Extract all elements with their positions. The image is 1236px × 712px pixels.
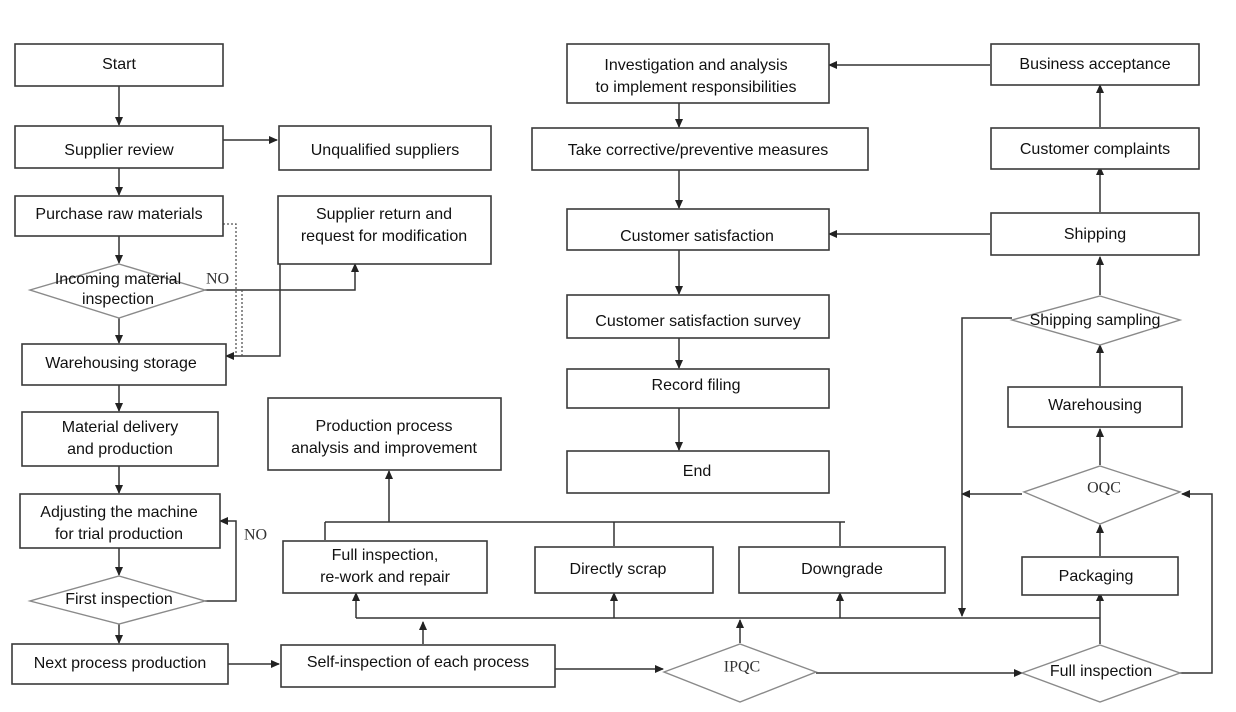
node-start-label: Start — [102, 56, 136, 73]
node-next-process-label: Next process production — [34, 655, 207, 672]
node-adjusting-machine: Adjusting the machine for trial producti… — [19, 493, 221, 549]
node-production-analysis-line2: analysis and improvement — [291, 440, 477, 457]
node-incoming-inspection: Incoming material inspection — [27, 263, 208, 319]
node-satisfaction-survey-label: Customer satisfaction survey — [595, 313, 800, 330]
node-unqualified-suppliers: Unqualified suppliers — [278, 125, 492, 171]
node-corrective-measures-label: Take corrective/preventive measures — [568, 142, 829, 159]
node-incoming-inspection-line2: inspection — [82, 291, 154, 308]
node-investigation-line1: Investigation and analysis — [604, 57, 787, 74]
node-business-acceptance-label: Business acceptance — [1019, 56, 1170, 73]
connectors — [115, 61, 1213, 677]
node-material-delivery-line1: Material delivery — [62, 419, 178, 436]
node-full-inspection-rework: Full inspection, re-work and repair — [282, 540, 488, 594]
node-self-inspection: Self-inspection of each process — [280, 644, 556, 688]
node-business-acceptance: Business acceptance — [990, 43, 1200, 86]
node-full-inspection-bottom-label: Full inspection — [1050, 663, 1152, 680]
node-supplier-return-line2: request for modification — [301, 228, 467, 245]
arrow-sampling-reject — [958, 317, 1012, 617]
arrow-full-to-oqc — [1180, 490, 1213, 674]
node-first-inspection: First inspection — [27, 575, 208, 625]
label-no-incoming: NO — [206, 271, 229, 288]
node-supplier-review: Supplier review — [14, 125, 224, 169]
node-shipping: Shipping — [990, 212, 1200, 256]
node-warehousing-storage: Warehousing storage — [21, 343, 227, 386]
node-warehousing-storage-label: Warehousing storage — [45, 355, 197, 372]
node-material-delivery-line2: and production — [67, 441, 173, 458]
node-first-inspection-label: First inspection — [65, 591, 173, 608]
node-record-filing-label: Record filing — [652, 377, 741, 394]
node-production-analysis: Production process analysis and improvem… — [267, 397, 502, 471]
node-oqc: OQC — [1022, 465, 1183, 525]
node-customer-satisfaction-label: Customer satisfaction — [620, 228, 774, 245]
dotted-purchase-to-storage — [223, 223, 237, 356]
node-corrective-measures: Take corrective/preventive measures — [531, 127, 869, 171]
node-purchase-raw-materials: Purchase raw materials — [14, 195, 224, 237]
node-end-label: End — [683, 463, 711, 480]
node-investigation-line2: to implement responsibilities — [596, 79, 797, 96]
node-full-inspection-rework-line1: Full inspection, — [332, 547, 439, 564]
node-investigation: Investigation and analysis to implement … — [566, 43, 830, 104]
node-end: End — [566, 450, 830, 494]
node-shipping-sampling-label: Shipping sampling — [1030, 312, 1161, 329]
node-downgrade-label: Downgrade — [801, 561, 883, 578]
node-packaging-label: Packaging — [1059, 568, 1134, 585]
node-purchase-raw-materials-label: Purchase raw materials — [35, 206, 202, 223]
node-customer-complaints-label: Customer complaints — [1020, 141, 1170, 158]
node-directly-scrap-label: Directly scrap — [570, 561, 667, 578]
node-self-inspection-label: Self-inspection of each process — [307, 654, 529, 671]
node-ipqc-label: IPQC — [724, 659, 760, 676]
node-directly-scrap: Directly scrap — [534, 546, 714, 594]
node-full-inspection-rework-line2: re-work and repair — [320, 569, 451, 586]
node-supplier-return: Supplier return and request for modifica… — [277, 195, 492, 265]
node-downgrade: Downgrade — [738, 546, 946, 594]
node-full-inspection-bottom: Full inspection — [1019, 644, 1183, 703]
node-customer-complaints: Customer complaints — [990, 127, 1200, 170]
node-ipqc: IPQC — [662, 643, 818, 703]
node-material-delivery: Material delivery and production — [21, 411, 219, 467]
node-incoming-inspection-line1: Incoming material — [55, 271, 181, 288]
node-supplier-return-line1: Supplier return and — [316, 206, 452, 223]
node-record-filing: Record filing — [566, 368, 830, 409]
node-customer-satisfaction: Customer satisfaction — [566, 208, 830, 251]
node-oqc-label: OQC — [1087, 480, 1121, 497]
node-production-analysis-line1: Production process — [316, 418, 453, 435]
arrow-return-to-storage — [225, 264, 281, 360]
node-supplier-review-label: Supplier review — [64, 142, 174, 159]
label-no-first: NO — [244, 527, 267, 544]
node-warehousing: Warehousing — [1007, 386, 1183, 428]
arrow-incoming-no-to-return — [205, 263, 359, 291]
node-warehousing-label: Warehousing — [1048, 397, 1142, 414]
node-next-process: Next process production — [11, 643, 229, 685]
node-adjusting-machine-line1: Adjusting the machine — [40, 504, 198, 521]
node-shipping-label: Shipping — [1064, 226, 1126, 243]
node-shipping-sampling: Shipping sampling — [1009, 295, 1183, 346]
arrow-first-no-to-adjusting — [205, 517, 237, 602]
node-start: Start — [14, 43, 224, 87]
node-adjusting-machine-line2: for trial production — [55, 526, 183, 543]
node-satisfaction-survey: Customer satisfaction survey — [566, 294, 830, 339]
node-unqualified-suppliers-label: Unqualified suppliers — [311, 142, 460, 159]
node-packaging: Packaging — [1021, 556, 1179, 596]
